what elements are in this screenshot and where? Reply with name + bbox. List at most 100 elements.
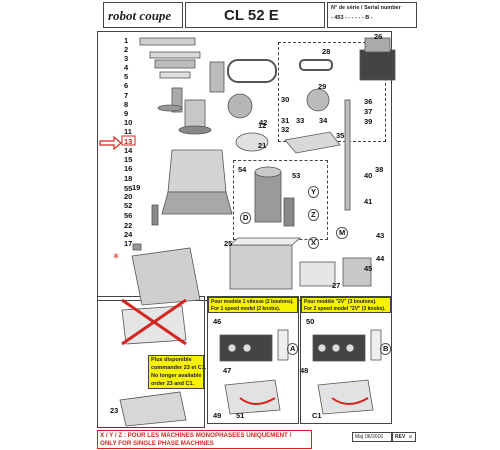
part-number: 29 xyxy=(318,82,327,91)
pusher-tube xyxy=(209,61,225,93)
part-number: 12 xyxy=(258,121,267,130)
part-number: 25 xyxy=(224,239,233,248)
part-number: 30 xyxy=(281,95,290,104)
warning-line4: order 23 and C1. xyxy=(151,381,195,387)
part-number: 14 xyxy=(124,146,133,155)
asterisk-marker-icon: * xyxy=(113,251,119,265)
footer-rev-box: REV a xyxy=(392,432,416,442)
part-number: 22 xyxy=(124,221,133,230)
marker-c1: C1 xyxy=(312,411,322,420)
part-number: 18 xyxy=(124,174,133,183)
part-number: 10 xyxy=(124,118,133,127)
single-speed-fr: Pour modèle 1 vitesse (2 boutons). xyxy=(211,299,294,305)
motor-part xyxy=(254,171,282,223)
part-number: 21 xyxy=(258,141,267,150)
part-number: 8 xyxy=(124,100,129,109)
part-number: 52 xyxy=(124,201,133,210)
footer-note-fr: X / Y / Z : POUR LES MACHINES MONOPHASEE… xyxy=(100,432,292,439)
part-number: 55 xyxy=(124,184,133,193)
part-number: 2 xyxy=(124,45,129,54)
part-number: 17 xyxy=(124,239,133,248)
part-number: 6 xyxy=(124,81,129,90)
part-number: 48 xyxy=(300,366,309,375)
motor-base xyxy=(229,244,293,290)
part-number: 53 xyxy=(292,171,301,180)
marker-b: B xyxy=(380,343,392,355)
part-number: 16 xyxy=(124,164,133,173)
bowl-part xyxy=(167,149,227,193)
part-number: 11 xyxy=(124,127,132,136)
part-number: 13 xyxy=(124,137,133,146)
marker-m: M xyxy=(336,227,349,239)
two-speed-label: Pour modèle "2V" (3 boutons). For 2 spee… xyxy=(301,297,391,313)
part-number: 3 xyxy=(124,54,129,63)
footer-note-box: X / Y / Z : POUR LES MACHINES MONOPHASEE… xyxy=(97,430,312,449)
lid-part xyxy=(139,37,196,46)
part-number: 46 xyxy=(213,317,222,326)
part-number: 35 xyxy=(336,131,345,140)
marker-x: X xyxy=(308,237,320,249)
part-number: 56 xyxy=(124,211,133,220)
two-speed-en: For 2 speed model "2V" (3 knobs). xyxy=(304,306,386,312)
footer-rev-value: a xyxy=(409,434,412,440)
marker-d: D xyxy=(240,212,252,224)
part-number: 26 xyxy=(374,32,383,41)
part-number: 1 xyxy=(124,36,129,45)
two-speed-panel xyxy=(300,296,392,424)
serial-title: N° de série / Serial number xyxy=(331,5,401,11)
highlight-box xyxy=(121,135,136,146)
footer-note-en: ONLY FOR SINGLE PHASE MACHINES xyxy=(100,440,214,447)
part-number: 47 xyxy=(223,366,232,375)
part-number: 49 xyxy=(213,411,222,420)
part-number: 33 xyxy=(296,116,305,125)
part-number: 15 xyxy=(124,155,133,164)
marker-a: A xyxy=(287,343,299,355)
part-number: 36 xyxy=(364,97,373,106)
part-number: 41 xyxy=(364,197,373,206)
part-number: 19 xyxy=(132,183,141,192)
marker-z: Z xyxy=(308,209,319,221)
part-number: 43 xyxy=(376,231,385,240)
part-number: 50 xyxy=(306,317,315,326)
pusher-part xyxy=(171,87,183,113)
part-number: 4 xyxy=(124,63,129,72)
part-number: 32 xyxy=(281,125,290,134)
part-number: 34 xyxy=(319,116,328,125)
part-number: 42 xyxy=(259,118,268,127)
part-number: 20 xyxy=(124,192,133,201)
part-number: 28 xyxy=(322,47,331,56)
warning-box: Plus disponible commander 23 et C1. No l… xyxy=(148,355,206,389)
header-model-box: CL 52 E xyxy=(185,2,325,28)
brand-logo: robot coupe xyxy=(108,8,172,23)
part-number: 5 xyxy=(124,72,129,81)
footer-date-value: 06/2016 xyxy=(365,434,384,440)
footer-date-box: Maj 06/2016 xyxy=(352,432,392,442)
part-number: 38 xyxy=(375,165,384,174)
part-number: 31 xyxy=(281,116,290,125)
part-number: 24 xyxy=(124,230,133,239)
part-number: 23 xyxy=(110,406,119,415)
callout-arrow-icon xyxy=(99,135,122,151)
marker-y: Y xyxy=(308,186,320,198)
single-speed-panel xyxy=(207,296,299,424)
housing-part xyxy=(131,247,201,306)
part-number: 45 xyxy=(364,264,373,273)
two-speed-fr: Pour modèle "2V" (3 boutons). xyxy=(304,299,377,305)
footer-date-label: Maj xyxy=(355,434,364,440)
single-speed-en: For 1 speed model (2 knobs). xyxy=(211,306,281,312)
footer-rev-label: REV xyxy=(395,434,406,440)
shaft-part xyxy=(344,99,351,211)
part-number: 27 xyxy=(332,281,341,290)
part-number: 9 xyxy=(124,109,129,118)
part-number: 37 xyxy=(364,107,373,116)
header-brand-box: robot coupe xyxy=(103,2,183,28)
part-number: 44 xyxy=(376,254,385,263)
part-number: 39 xyxy=(364,117,373,126)
part-number: 7 xyxy=(124,91,129,100)
part-number: 40 xyxy=(364,171,373,180)
serial-value: - 453 - - - - - - B - xyxy=(331,15,373,21)
slicing-disc xyxy=(227,93,253,119)
part-number: 51 xyxy=(236,411,245,420)
model-title: CL 52 E xyxy=(224,7,279,24)
